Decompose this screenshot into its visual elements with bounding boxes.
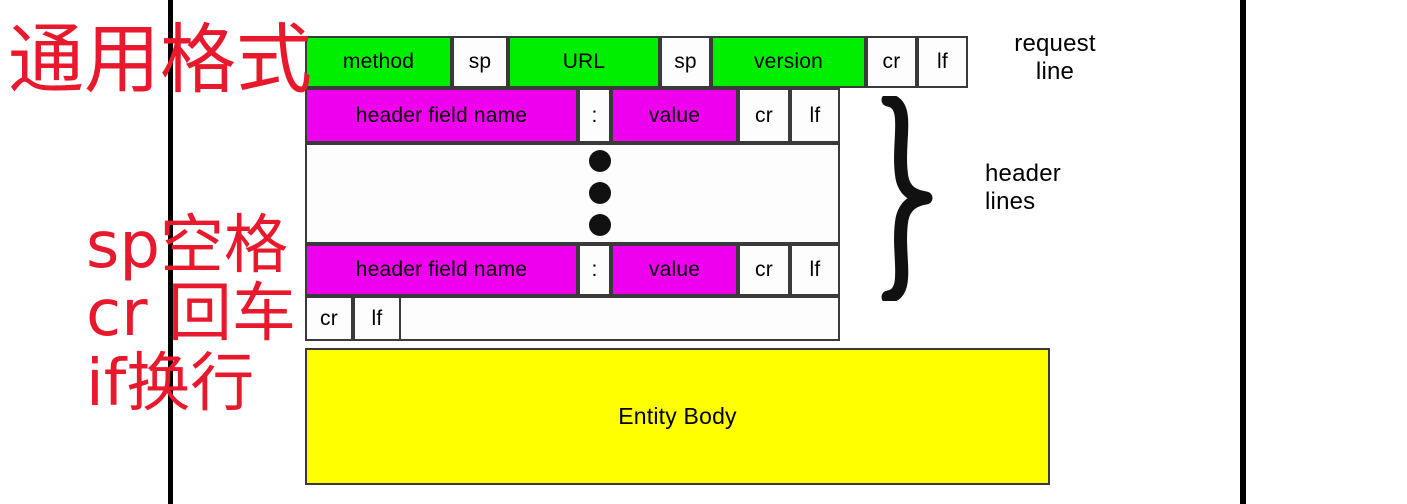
cell-cr-1: cr [866,36,917,88]
cell-value-1: value [611,88,738,143]
cell-value-2: value [611,244,738,296]
label-request-line-1: request [1014,30,1096,57]
label-request-line-2: line [1035,57,1075,85]
label-header-lines: header lines [985,160,1145,215]
cell-entity-body: Entity Body [305,348,1050,485]
cell-blank-line-lf: lf [353,296,401,341]
label-request-line: request line [975,30,1135,85]
cell-colon-1: : [578,88,611,143]
cell-cr-3: cr [738,244,790,296]
cell-header-field-name-1: header field name [305,88,578,143]
label-header-lines-1: header [985,160,1061,187]
label-header-lines-2: lines [985,187,1036,215]
annotation-lf-meaning: if换行 [86,347,255,421]
curly-brace-icon [881,96,933,301]
cell-header-field-name-2: header field name [305,244,578,296]
cell-blank-line-tail [401,296,840,341]
page-divider-left [168,0,173,504]
page-divider-right [1240,0,1246,504]
cell-sp-2: sp [660,36,711,88]
cell-header-lines-ellipsis-row [305,143,840,244]
cell-lf-2: lf [790,88,840,143]
annotation-general-format: 通用格式 [8,15,312,104]
cell-cr-2: cr [738,88,790,143]
cell-method: method [305,36,452,88]
annotation-sp-meaning: sp空格 [86,209,288,283]
cell-lf-1: lf [917,36,968,88]
cell-blank-line-cr: cr [305,296,353,341]
cell-colon-2: : [578,244,611,296]
vertical-ellipsis-icon [589,150,613,238]
cell-lf-3: lf [790,244,840,296]
annotation-cr-meaning: cr 回车 [86,277,296,351]
cell-url: URL [508,36,660,88]
cell-version: version [711,36,866,88]
cell-sp-1: sp [452,36,508,88]
